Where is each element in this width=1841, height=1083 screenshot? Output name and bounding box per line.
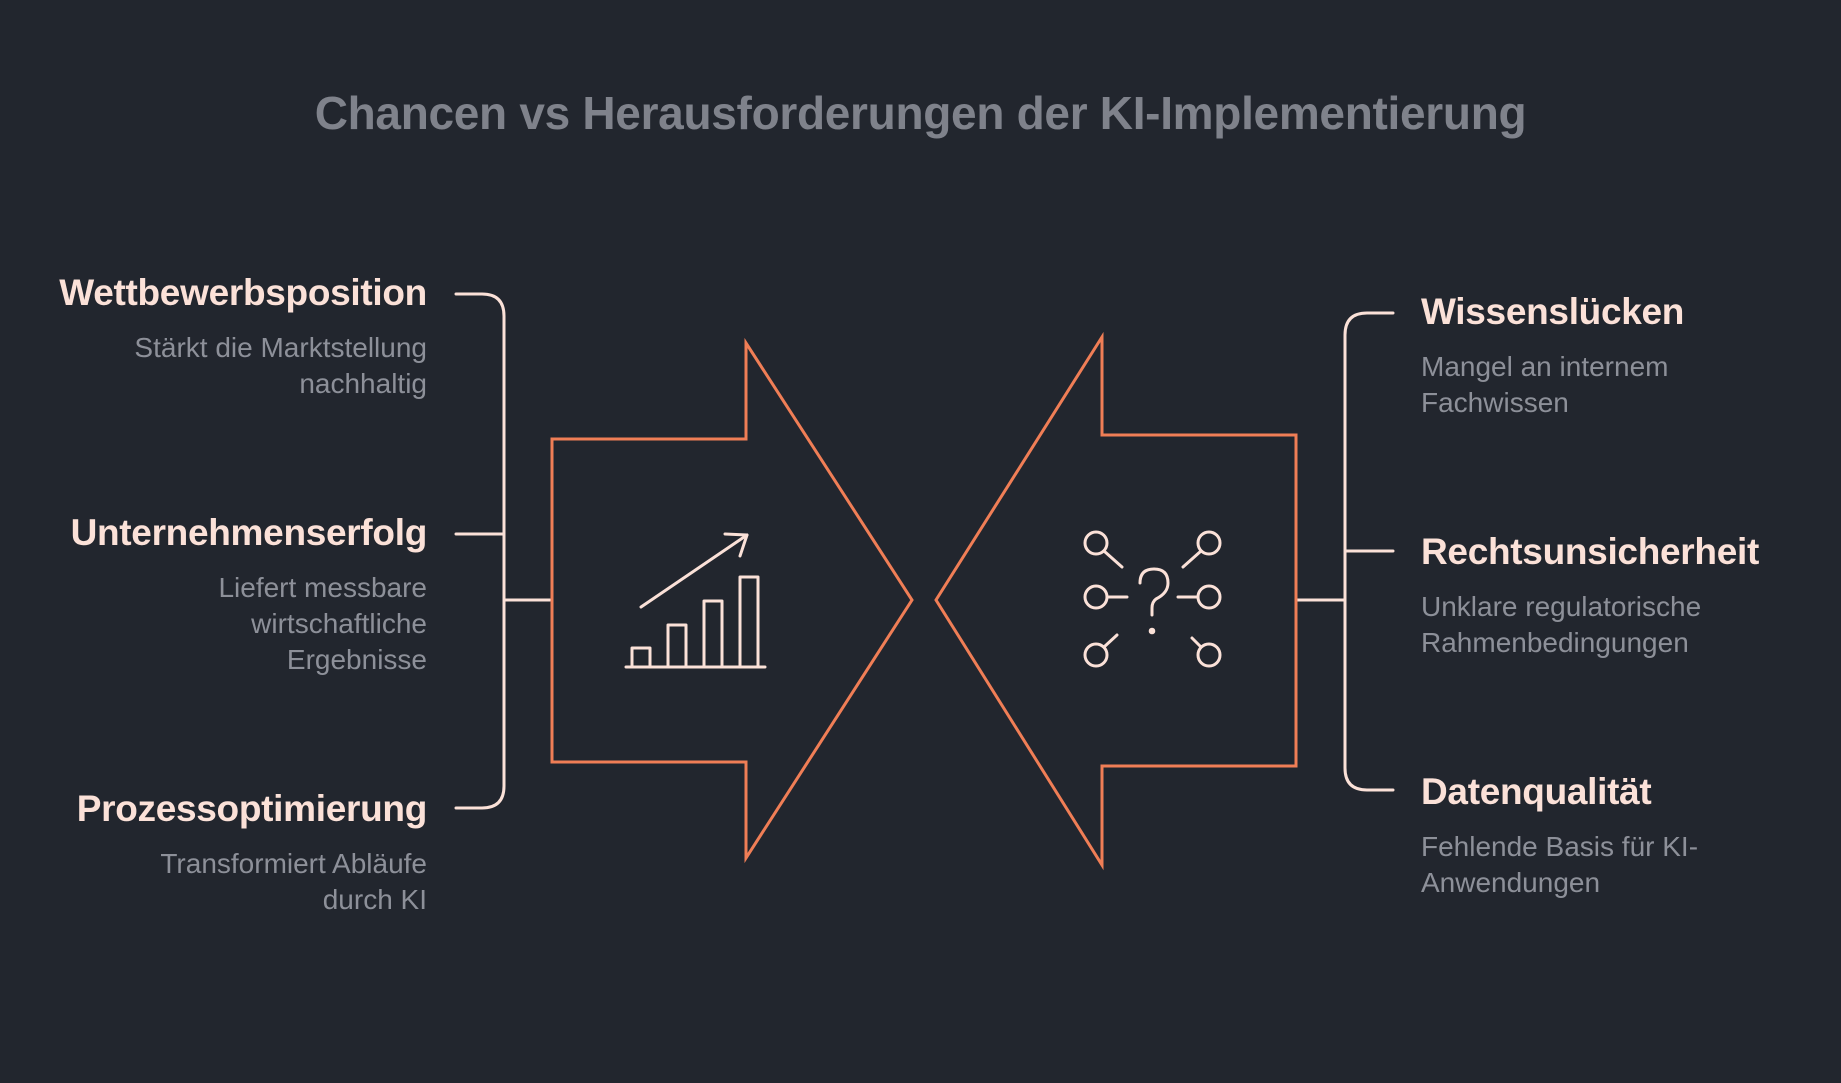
opportunities-arrow	[550, 337, 914, 864]
page-title: Chancen vs Herausforderungen der KI-Impl…	[314, 87, 1527, 139]
opportunity-heading: Wettbewerbsposition	[59, 272, 427, 313]
challenge-item: Rechtsunsicherheit Unklare regulatorisch…	[1421, 528, 1821, 661]
challenge-heading: Datenqualität	[1421, 771, 1652, 812]
challenge-heading: Wissenslücken	[1421, 291, 1685, 332]
opportunity-item: Prozessoptimierung Transformiert Abläufe…	[27, 785, 428, 918]
left-bracket	[454, 292, 552, 810]
opportunity-heading: Unternehmenserfolg	[70, 512, 428, 553]
opportunity-item: Wettbewerbsposition Stärkt die Marktstel…	[27, 269, 427, 402]
challenge-description: Mangel an internem Fachwissen	[1421, 351, 1669, 418]
challenge-heading: Rechtsunsicherheit	[1421, 531, 1759, 572]
opportunity-heading: Prozessoptimierung	[76, 788, 428, 829]
challenge-item: Wissenslücken Mangel an internem Fachwis…	[1421, 288, 1821, 421]
challenge-description: Unklare regulatorische Rahmenbedingungen	[1421, 591, 1702, 658]
opportunity-item: Unternehmenserfolg Liefert messbare wirt…	[27, 509, 428, 678]
opportunity-description: Stärkt die Marktstellung nachhaltig	[134, 332, 427, 399]
opportunity-description: Liefert messbare wirtschaftliche Ergebni…	[218, 572, 427, 675]
right-bracket	[1295, 311, 1395, 792]
question-network-icon	[1083, 530, 1222, 668]
challenge-description: Fehlende Basis für KI-Anwendungen	[1421, 831, 1699, 898]
opportunity-description: Transformiert Abläufe durch KI	[160, 848, 427, 915]
challenge-item: Datenqualität Fehlende Basis für KI-Anwe…	[1421, 768, 1821, 901]
growth-chart-icon	[624, 532, 767, 669]
challenges-arrow	[934, 331, 1298, 871]
